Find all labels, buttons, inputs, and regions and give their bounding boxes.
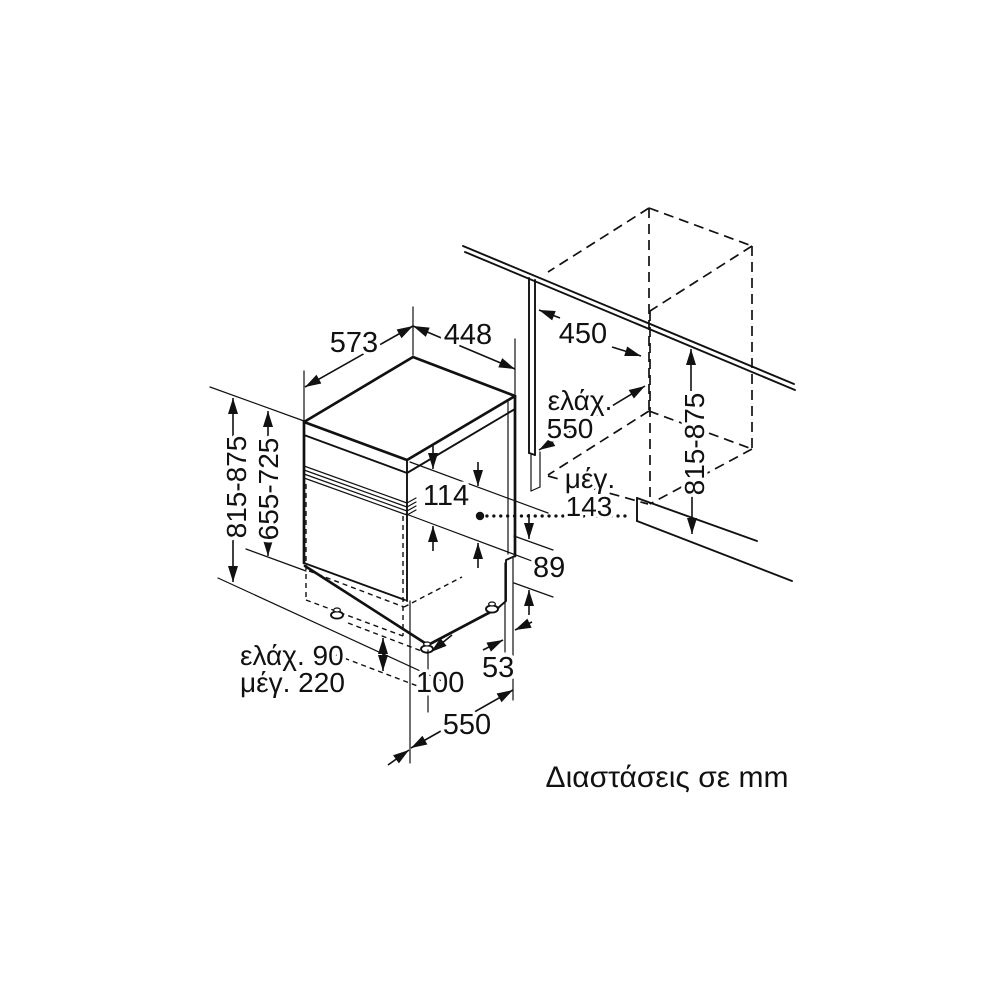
label-width-448: 448 [444, 319, 492, 351]
label-niche-depth-min: ελάχ. [548, 385, 613, 416]
front-clearance-dotted-line [475, 511, 627, 521]
label-base-depth-550: 550 [443, 709, 491, 741]
label-height-815-875-right: 815-875 [679, 393, 710, 496]
label-foot-100: 100 [416, 667, 464, 699]
niche-side-panel [528, 277, 541, 492]
label-plinth-min-90: ελάχ. 90 [240, 640, 344, 671]
label-depth-573: 573 [330, 327, 378, 359]
label-height-815-875-left: 815-875 [221, 436, 252, 539]
adjustable-feet [330, 601, 499, 654]
label-clearance-143: 143 [566, 491, 613, 522]
door-panel-dashed-outline [305, 484, 463, 637]
control-panel-strip [303, 465, 417, 516]
label-rear-53: 53 [482, 652, 514, 684]
label-rear-89: 89 [533, 552, 565, 584]
label-niche-width-450: 450 [559, 318, 607, 350]
floor-platform-right [636, 497, 793, 582]
units-caption: Διαστάσεις σε mm [546, 761, 789, 794]
label-clearance-max: μέγ. [565, 463, 615, 494]
extension-lines [209, 306, 554, 764]
floor-line-left [217, 577, 456, 688]
label-niche-depth-550: 550 [547, 413, 594, 444]
dimension-arrows [228, 309, 697, 766]
dishwasher-body [302, 355, 517, 654]
label-panel-114: 114 [423, 480, 469, 512]
countertop-lines [462, 245, 796, 391]
label-plinth-max-220: μέγ. 220 [240, 667, 345, 698]
label-height-655-725: 655-725 [253, 438, 284, 541]
niche-cabinet-dashed-box [547, 207, 753, 505]
